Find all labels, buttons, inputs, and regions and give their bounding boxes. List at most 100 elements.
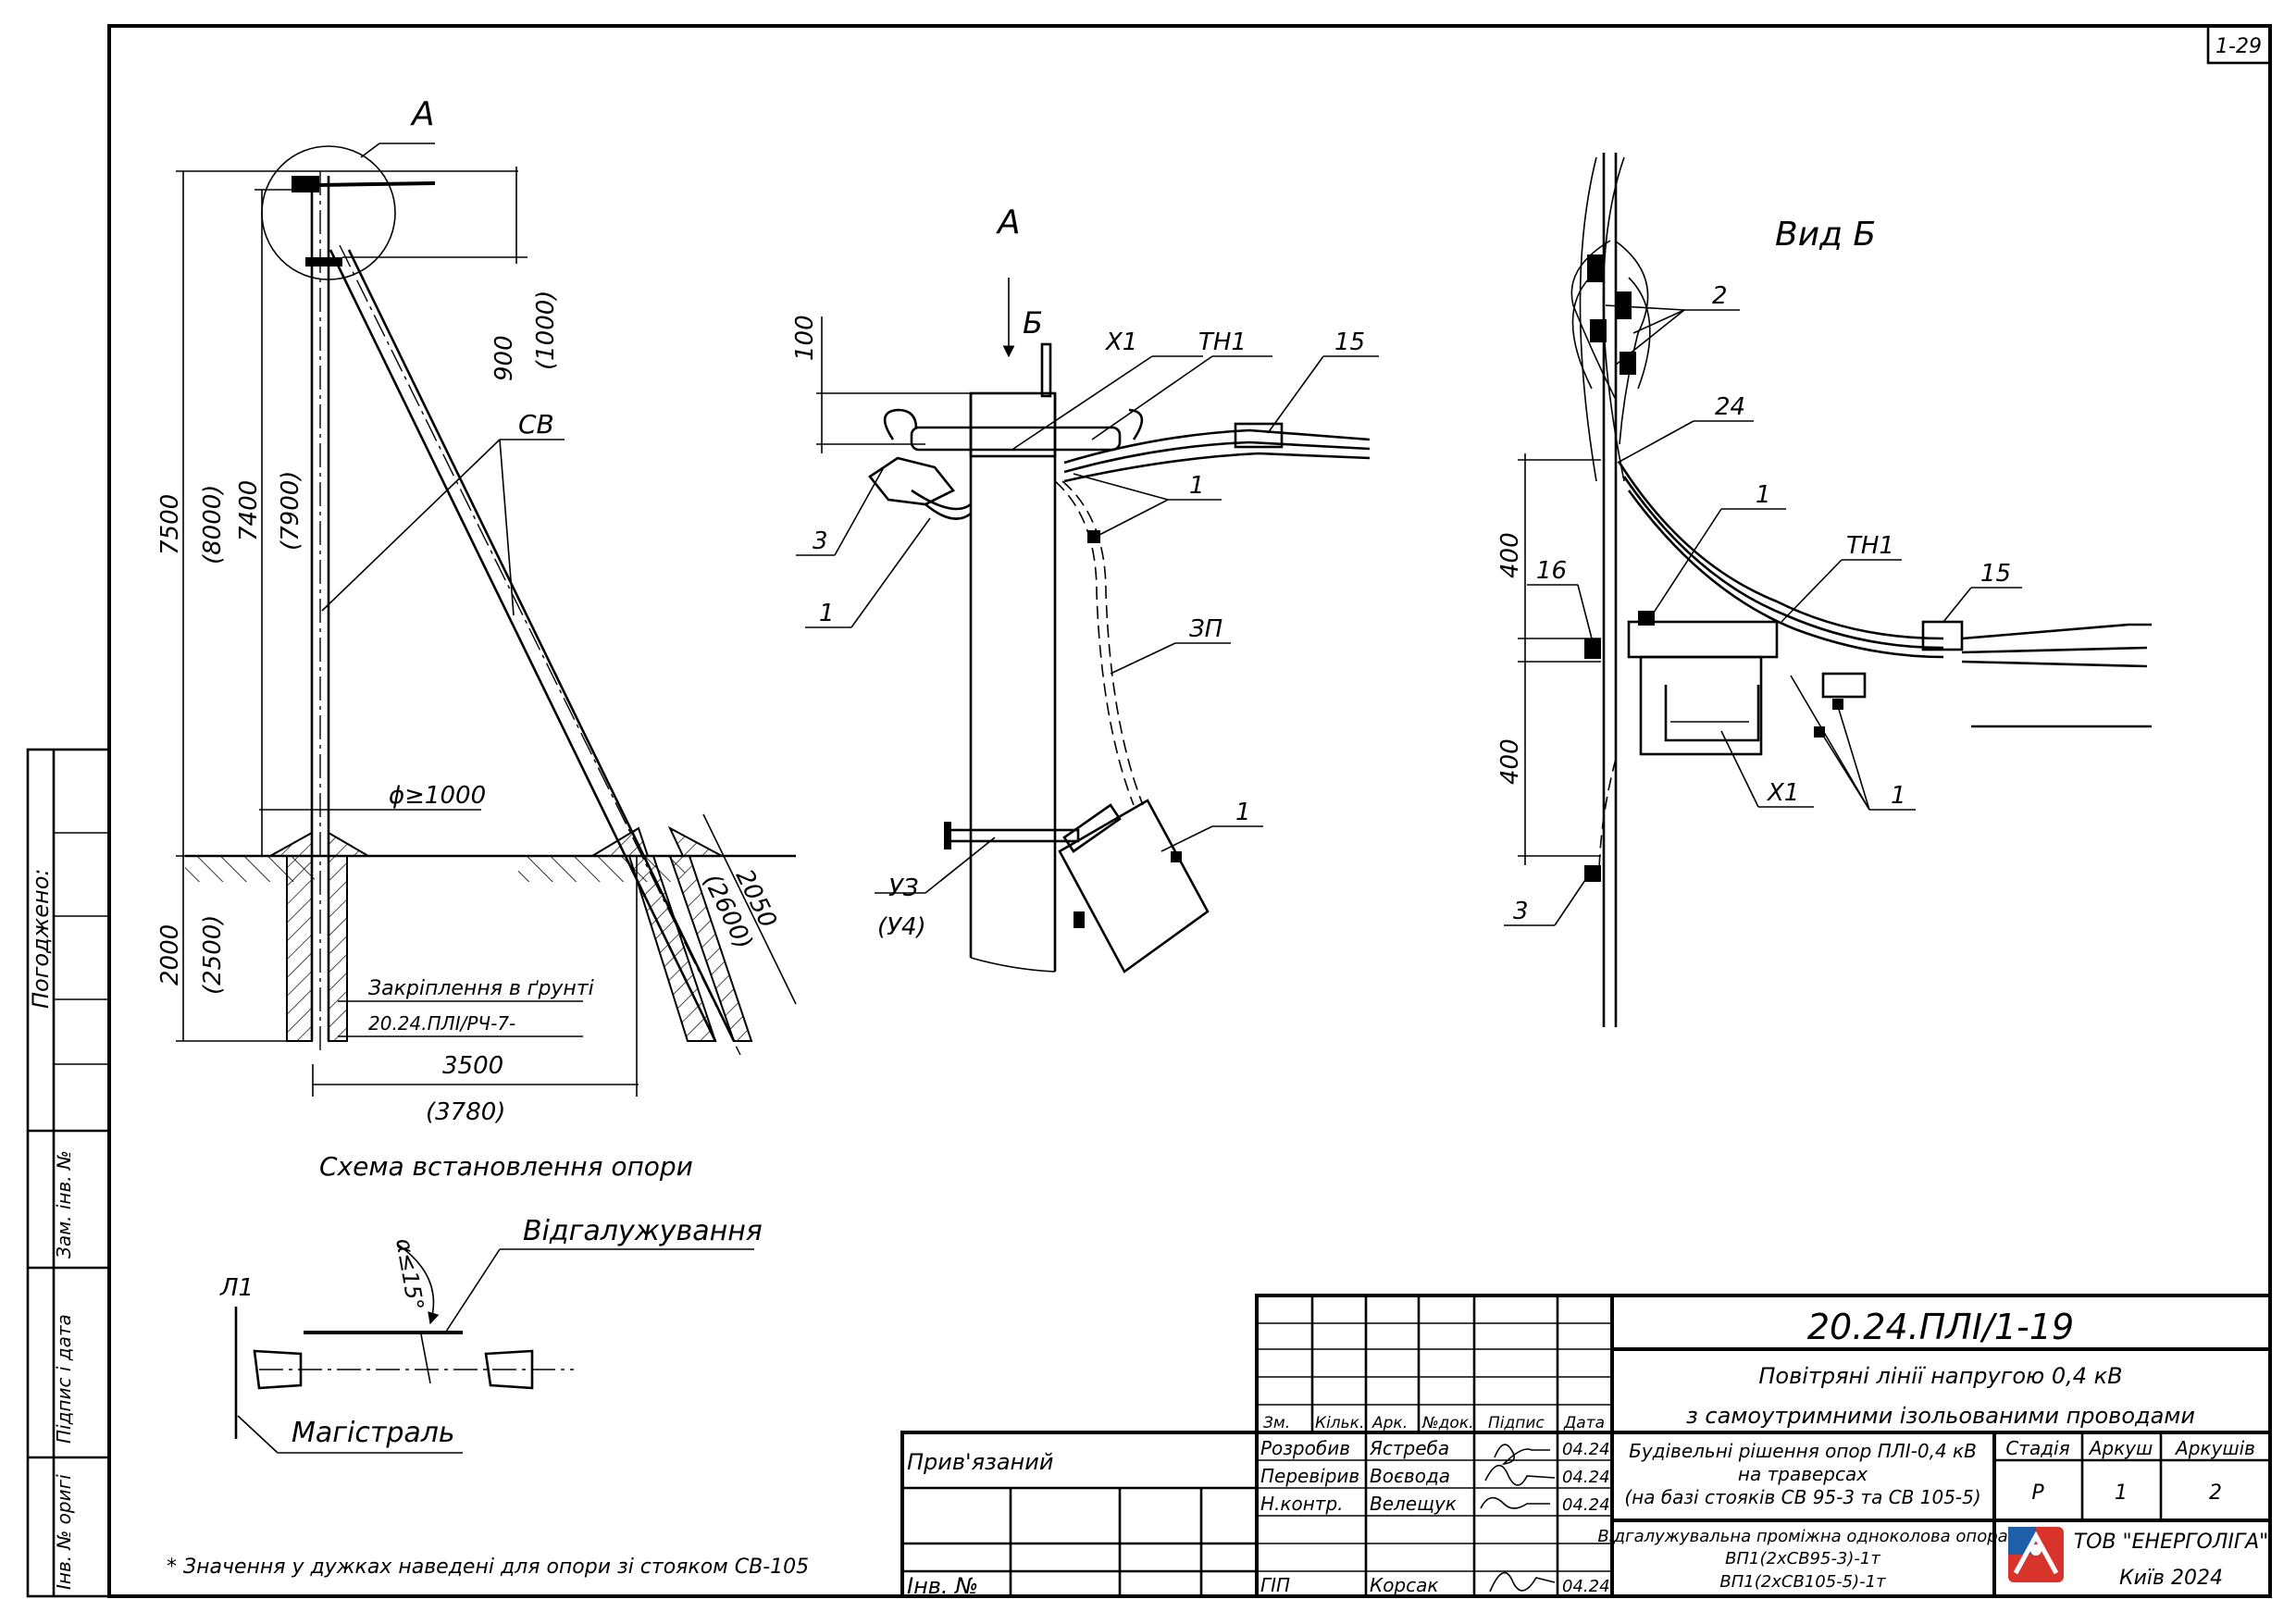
pole-foundation	[286, 855, 348, 1042]
company-logo-icon	[2008, 1527, 2064, 1582]
dim-base-alt: (3780)	[426, 1098, 505, 1126]
stamp-agreed: Погоджено:	[28, 869, 54, 1009]
installation-scheme: A 7500 (8000) 7400 (7900) 2000 (2500) 90…	[156, 95, 797, 1182]
line-label: Л1	[219, 1274, 254, 1302]
callout-x1: Х1	[1104, 329, 1137, 356]
subject-line1: Будівельні рішення опор ПЛІ-0,4 кВ	[1629, 1440, 1977, 1462]
hdr-sheet: Арк.	[1371, 1414, 1408, 1432]
role-norm: Н.контр.	[1260, 1493, 1344, 1515]
name-checker: Воєвода	[1370, 1465, 1450, 1487]
dim-top-alt: (1000)	[532, 291, 560, 370]
view-b-callout-1-top: 1	[1756, 481, 1771, 509]
detail-a: A Б 100	[791, 204, 1379, 973]
callout-tn1: ТН1	[1198, 329, 1247, 356]
date-norm: 04.24	[1562, 1495, 1610, 1515]
callout-1-left: 1	[819, 600, 835, 627]
inv-label: Інв. №	[907, 1573, 978, 1599]
signature-4	[1489, 1571, 1556, 1593]
view-b-title: Вид Б	[1775, 216, 1876, 254]
diameter-label: ϕ≥1000	[389, 782, 486, 810]
role-chief: ГІП	[1260, 1574, 1290, 1596]
view-b-callout-x1: Х1	[1766, 779, 1799, 807]
view-b-callout-2: 2	[1712, 282, 1728, 310]
callout-15: 15	[1334, 329, 1365, 356]
branch-angle: α≤15°	[391, 1236, 428, 1312]
anchoring-label: Закріплення в ґрунті	[368, 977, 594, 1000]
callout-1-bottom: 1	[1235, 799, 1251, 826]
hdr-date: Дата	[1563, 1414, 1605, 1432]
name-chief: Корсак	[1370, 1574, 1438, 1596]
sheet-value: 1	[2115, 1481, 2128, 1505]
hdr-sign: Підпис	[1488, 1414, 1545, 1432]
date-developer: 04.24	[1562, 1440, 1610, 1459]
dim-lower: 400	[1496, 738, 1524, 785]
view-b-callout-tn1: ТН1	[1846, 532, 1894, 560]
scheme-caption: Схема встановлення опори	[319, 1151, 693, 1182]
dim-top: 900	[490, 335, 518, 381]
sheet-frame: 1-29	[107, 24, 2272, 1598]
view-b-callout-15: 15	[1980, 560, 2011, 588]
drawing-line3: ВП1(2хСВ105-5)-1т	[1719, 1572, 1886, 1592]
signature-2	[1484, 1464, 1556, 1486]
col-stage: Стадія	[2005, 1437, 2069, 1459]
view-b-callout-3: 3	[1513, 898, 1529, 925]
name-norm: Велещук	[1370, 1493, 1457, 1515]
drawing-line2: ВП1(2хСВ95-3)-1т	[1725, 1549, 1880, 1568]
dim-total-alt: (8000)	[199, 485, 227, 564]
footnote: * Значення у дужках наведені для опори з…	[167, 1556, 809, 1579]
hdr-qty: Кільк.	[1315, 1414, 1364, 1432]
hdr-doc: №док.	[1421, 1414, 1474, 1432]
dim-pole: 7400	[235, 480, 263, 541]
col-sheets: Аркушів	[2174, 1437, 2255, 1459]
view-arrow-label: Б	[1023, 305, 1043, 341]
callout-1-right: 1	[1189, 472, 1205, 500]
city-year: Київ 2024	[2119, 1567, 2223, 1590]
sheets-value: 2	[2209, 1481, 2222, 1505]
callout-a: A	[410, 95, 435, 133]
signature-3	[1480, 1496, 1550, 1509]
signature-1	[1494, 1444, 1550, 1466]
title-line1: Повітряні лінії напругою 0,4 кВ	[1758, 1363, 2122, 1389]
callout-zp: ЗП	[1189, 615, 1222, 643]
sheet-code: 1-29	[2215, 35, 2262, 58]
main-label: Магістраль	[292, 1417, 455, 1449]
role-checker: Перевірив	[1260, 1465, 1359, 1487]
callout-3: 3	[813, 527, 828, 555]
stamp-replaced-inv: Зам. інв. №	[53, 1150, 75, 1258]
detail-a-title: A	[996, 204, 1021, 242]
view-b-callout-24: 24	[1715, 393, 1745, 421]
dim-total: 7500	[156, 494, 184, 555]
stage-value: Р	[2031, 1481, 2044, 1505]
bound-label: Прив'язаний	[907, 1449, 1053, 1475]
title-block: Прив'язаний Інв. № Зм. Кільк. Арк. №док.…	[900, 1294, 2270, 1599]
branch-scheme: Відгалужування α≤15° Л1 Магістраль	[219, 1215, 763, 1454]
dim-ground-alt: (2500)	[199, 915, 227, 995]
subject-line2: на траверсах	[1738, 1463, 1868, 1485]
side-stamp: Погоджено: Зам. інв. № Підпис і дата Інв…	[26, 748, 111, 1598]
dim-pole-alt: (7900)	[277, 471, 304, 551]
date-chief: 04.24	[1562, 1577, 1610, 1596]
dim-100: 100	[791, 315, 819, 361]
anchoring-ref: 20.24.ПЛІ/РЧ-7-	[368, 1012, 515, 1035]
dim-base: 3500	[442, 1052, 503, 1080]
clamp-label-alt: (У4)	[877, 913, 926, 941]
stamp-orig-inv: Інв. № оригі	[53, 1474, 75, 1590]
stamp-sign-date: Підпис і дата	[53, 1314, 75, 1444]
date-checker: 04.24	[1562, 1468, 1610, 1487]
dim-ground: 2000	[156, 924, 184, 986]
subject-line3: (на базі стояків СВ 95-3 та СВ 105-5)	[1624, 1486, 1980, 1508]
pole-label: СВ	[518, 409, 554, 440]
name-developer: Ястреба	[1369, 1437, 1449, 1459]
view-b: Вид Б	[1496, 153, 2152, 1027]
view-b-callout-16: 16	[1536, 557, 1567, 585]
dim-upper: 400	[1496, 532, 1524, 578]
role-developer: Розробив	[1260, 1437, 1350, 1459]
col-sheet: Аркуш	[2088, 1437, 2153, 1459]
view-b-callout-1-bottom: 1	[1891, 782, 1906, 810]
doc-code: 20.24.ПЛІ/1-19	[1807, 1307, 2074, 1347]
clamp-label: УЗ	[888, 874, 919, 902]
hdr-change: Зм.	[1263, 1414, 1290, 1432]
company-name: ТОВ "ЕНЕРГОЛІГА"	[2074, 1531, 2269, 1554]
title-line2: з самоутримними ізольованими проводами	[1686, 1403, 2195, 1429]
